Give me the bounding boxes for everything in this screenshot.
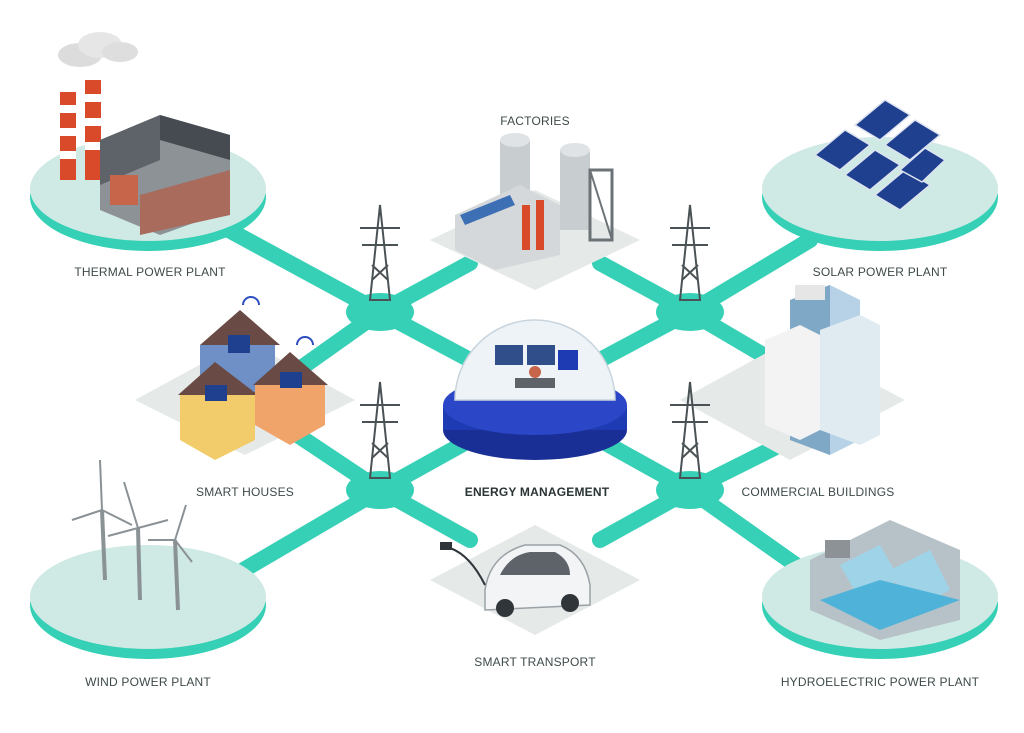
label-commercial-buildings: COMMERCIAL BUILDINGS — [741, 485, 895, 499]
smart-houses-illustration — [178, 296, 328, 460]
commercial-buildings-illustration — [765, 285, 880, 455]
label-thermal-power-plant: THERMAL POWER PLANT — [74, 265, 226, 279]
label-solar-power-plant: SOLAR POWER PLANT — [812, 265, 948, 279]
junction-discs — [346, 293, 724, 509]
connector-thermal-junction — [217, 220, 388, 320]
transmission-towers — [360, 204, 710, 479]
label-smart-houses: SMART HOUSES — [196, 485, 294, 499]
tower-upper-right — [670, 204, 710, 301]
wind-turbines-illustration — [71, 459, 193, 611]
label-smart-transport: SMART TRANSPORT — [474, 655, 596, 669]
tower-upper-left — [360, 204, 400, 301]
junction-upper-left — [346, 293, 414, 331]
wind-platform — [30, 545, 266, 659]
label-wind-power-plant: WIND POWER PLANT — [85, 675, 211, 689]
connector-junction-wind — [227, 482, 388, 583]
energy-management-hub — [443, 319, 627, 460]
label-energy-management: ENERGY MANAGEMENT — [464, 485, 610, 499]
factories-illustration — [455, 133, 614, 270]
solar-panels-illustration — [813, 99, 947, 211]
hydro-plant-illustration — [810, 520, 960, 640]
junction-upper-right — [656, 293, 724, 331]
label-hydroelectric-power-plant: HYDROELECTRIC POWER PLANT — [780, 675, 980, 689]
tower-lower-left — [360, 381, 400, 479]
label-factories: FACTORIES — [500, 114, 570, 128]
junction-lower-right — [656, 471, 724, 509]
smart-transport-illustration — [440, 542, 591, 617]
tower-lower-right — [670, 381, 710, 479]
junction-lower-left — [346, 471, 414, 509]
thermal-plant-illustration — [58, 32, 230, 235]
